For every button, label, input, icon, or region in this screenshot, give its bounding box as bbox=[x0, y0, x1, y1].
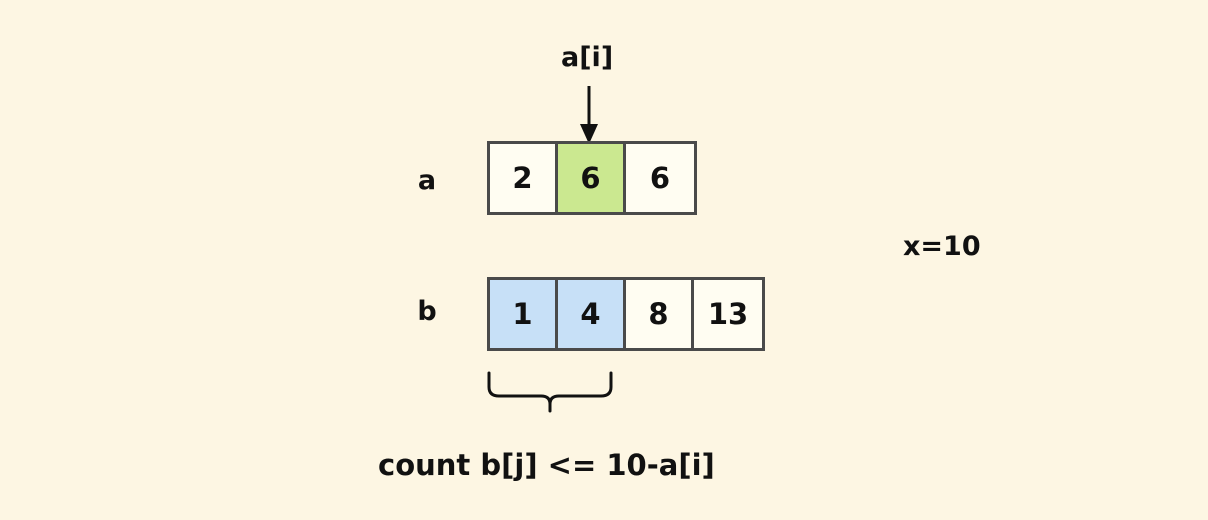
array-b-cell-3[interactable]: 13 bbox=[694, 280, 762, 348]
pointer-label-ai: a[i] bbox=[561, 42, 614, 73]
array-a-label: a bbox=[417, 165, 437, 196]
array-a-cells: 2 6 6 bbox=[487, 141, 697, 215]
array-b-label: b bbox=[417, 296, 437, 327]
array-b-cell-1[interactable]: 4 bbox=[558, 280, 626, 348]
array-a-cell-0[interactable]: 2 bbox=[490, 144, 558, 212]
caption-text: count b[j] <= 10-a[i] bbox=[378, 448, 715, 482]
array-a-cell-2[interactable]: 6 bbox=[626, 144, 694, 212]
array-b-cells: 1 4 8 13 bbox=[487, 277, 765, 351]
x-value-annotation: x=10 bbox=[903, 231, 981, 262]
array-b-cell-2[interactable]: 8 bbox=[626, 280, 694, 348]
array-a-cell-1[interactable]: 6 bbox=[558, 144, 626, 212]
array-b-cell-0[interactable]: 1 bbox=[490, 280, 558, 348]
range-brace-icon bbox=[487, 371, 613, 413]
pointer-arrow-icon bbox=[580, 86, 598, 144]
